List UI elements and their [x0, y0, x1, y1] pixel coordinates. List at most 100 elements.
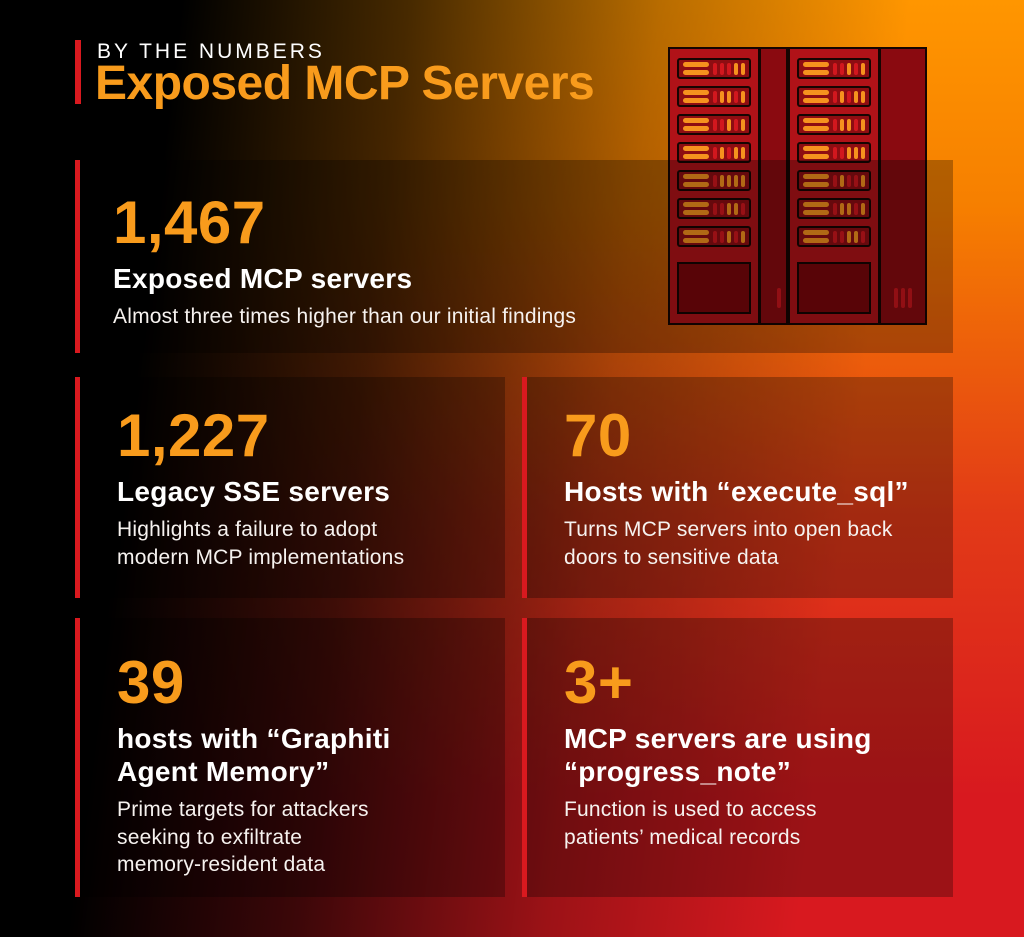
server-unit: [677, 114, 751, 135]
slot-bar-icon: [833, 146, 837, 159]
server-unit: [797, 58, 871, 79]
stat-label: MCP servers are using “progress_note”: [564, 723, 872, 788]
stat-description: Turns MCP servers into open back doors t…: [564, 518, 893, 569]
tile-background: [527, 377, 953, 598]
slot-bar-icon: [720, 174, 724, 187]
slot-bar-icon: [847, 202, 851, 215]
slot-bar-icon: [861, 118, 865, 131]
led-bar-icon: [683, 70, 709, 75]
slot-bar-icon: [720, 90, 724, 103]
vent-mark-icon: [777, 288, 781, 308]
server-cabinet-side: [760, 47, 788, 325]
led-bar-icon: [803, 174, 829, 179]
slot-bar-icon: [854, 230, 858, 243]
server-unit: [677, 198, 751, 219]
server-unit-slots: [713, 90, 745, 103]
server-unit-leds: [683, 202, 709, 215]
server-unit-slots: [713, 174, 745, 187]
tile-accent-bar: [522, 618, 527, 897]
server-unit-leds: [683, 90, 709, 103]
server-unit: [677, 170, 751, 191]
server-unit-slots: [833, 202, 865, 215]
server-unit-leds: [683, 146, 709, 159]
server-unit: [677, 226, 751, 247]
vent-marks: [881, 288, 925, 308]
header-accent-bar: [75, 40, 81, 104]
server-cabinet-side: [880, 47, 927, 325]
slot-bar-icon: [720, 146, 724, 159]
slot-bar-icon: [713, 90, 717, 103]
slot-bar-icon: [727, 202, 731, 215]
slot-bar-icon: [854, 174, 858, 187]
slot-bar-icon: [727, 146, 731, 159]
stat-description: Highlights a failure to adopt modern MCP…: [117, 518, 405, 569]
slot-bar-icon: [861, 90, 865, 103]
slot-bar-icon: [741, 118, 745, 131]
slot-bar-icon: [741, 174, 745, 187]
slot-bar-icon: [727, 174, 731, 187]
server-unit-slots: [713, 62, 745, 75]
stat-value: 70: [564, 402, 632, 469]
slot-bar-icon: [833, 174, 837, 187]
stat-value: 1,227: [117, 402, 270, 469]
server-unit-slots: [833, 174, 865, 187]
server-unit-leds: [803, 202, 829, 215]
slot-bar-icon: [713, 62, 717, 75]
vent-marks: [761, 288, 786, 308]
slot-bar-icon: [720, 230, 724, 243]
led-bar-icon: [803, 154, 829, 159]
led-bar-icon: [683, 238, 709, 243]
slot-bar-icon: [861, 146, 865, 159]
tile-accent-bar: [75, 618, 80, 897]
slot-bar-icon: [854, 62, 858, 75]
led-bar-icon: [683, 126, 709, 131]
slot-bar-icon: [734, 146, 738, 159]
slot-bar-icon: [847, 90, 851, 103]
stat-description: Prime targets for attackers seeking to e…: [117, 798, 369, 876]
server-unit-leds: [683, 174, 709, 187]
slot-bar-icon: [727, 62, 731, 75]
tile-background: [80, 160, 953, 353]
server-unit-slots: [713, 146, 745, 159]
led-bar-icon: [683, 146, 709, 151]
led-bar-icon: [683, 90, 709, 95]
slot-bar-icon: [727, 118, 731, 131]
vent-mark-icon: [901, 288, 905, 308]
led-bar-icon: [683, 230, 709, 235]
led-bar-icon: [803, 182, 829, 187]
server-unit-leds: [803, 90, 829, 103]
slot-bar-icon: [713, 118, 717, 131]
slot-bar-icon: [720, 202, 724, 215]
led-bar-icon: [803, 118, 829, 123]
server-unit: [677, 142, 751, 163]
server-unit-leds: [803, 174, 829, 187]
led-bar-icon: [683, 118, 709, 123]
slot-bar-icon: [840, 118, 844, 131]
led-bar-icon: [683, 62, 709, 67]
stat-tile-graphiti-memory: 39 hosts with “Graphiti Agent Memory” Pr…: [75, 618, 505, 897]
led-bar-icon: [803, 230, 829, 235]
slot-bar-icon: [833, 202, 837, 215]
slot-bar-icon: [840, 146, 844, 159]
slot-bar-icon: [854, 90, 858, 103]
server-unit-slots: [833, 146, 865, 159]
tile-background: [80, 377, 505, 598]
tile-accent-bar: [522, 377, 527, 598]
slot-bar-icon: [861, 62, 865, 75]
server-unit-leds: [803, 62, 829, 75]
slot-bar-icon: [720, 118, 724, 131]
slot-bar-icon: [727, 90, 731, 103]
server-unit: [677, 86, 751, 107]
server-unit-slots: [833, 90, 865, 103]
slot-bar-icon: [741, 202, 745, 215]
slot-bar-icon: [741, 62, 745, 75]
slot-bar-icon: [734, 230, 738, 243]
led-bar-icon: [803, 62, 829, 67]
server-unit-slots: [833, 118, 865, 131]
server-blank-panel: [797, 262, 871, 314]
led-bar-icon: [683, 202, 709, 207]
led-bar-icon: [803, 202, 829, 207]
slot-bar-icon: [741, 146, 745, 159]
slot-bar-icon: [734, 118, 738, 131]
